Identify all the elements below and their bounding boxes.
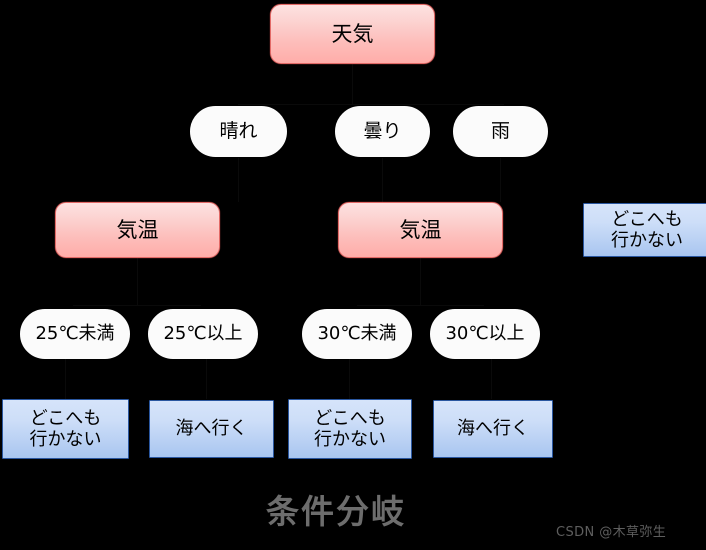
node-result-over25-go-sea[interactable]: 海へ行く bbox=[149, 400, 274, 458]
node-condition-under-25[interactable]: 25℃未満 bbox=[20, 309, 130, 359]
connector-under30-to-result3 bbox=[349, 359, 350, 399]
node-condition-under-30[interactable]: 30℃未満 bbox=[302, 309, 412, 359]
node-result-under25-stay-home[interactable]: どこへも 行かない bbox=[2, 399, 129, 459]
connector-root-to-branches bbox=[352, 63, 353, 105]
node-condition-over-25[interactable]: 25℃以上 bbox=[148, 309, 258, 359]
node-result-under30-stay-home[interactable]: どこへも 行かない bbox=[288, 399, 412, 459]
connector-temp-right-bus bbox=[357, 305, 484, 306]
diagram-caption: 条件分岐 bbox=[266, 492, 406, 531]
connector-temp-left-bus bbox=[73, 305, 201, 306]
connector-over30-to-result4 bbox=[491, 359, 492, 399]
node-decision-temperature-left[interactable]: 気温 bbox=[55, 202, 220, 258]
node-condition-rain[interactable]: 雨 bbox=[453, 106, 548, 157]
connector-cloudy-to-temp-right bbox=[382, 158, 383, 202]
connector-over25-to-result2 bbox=[206, 359, 207, 399]
connector-branch-bus bbox=[238, 104, 504, 105]
connector-temp-right-down bbox=[420, 257, 421, 305]
connector-sunny-to-temp-left bbox=[238, 158, 239, 202]
node-condition-cloudy[interactable]: 曇り bbox=[335, 106, 430, 157]
connector-rain-to-result bbox=[500, 158, 501, 202]
connector-under25-to-result1 bbox=[65, 359, 66, 399]
node-result-over30-go-sea[interactable]: 海へ行く bbox=[433, 400, 553, 458]
node-decision-temperature-right[interactable]: 気温 bbox=[338, 202, 503, 258]
watermark-label: CSDN @木草弥生 bbox=[556, 525, 667, 540]
node-condition-over-30[interactable]: 30℃以上 bbox=[430, 309, 540, 359]
node-condition-sunny[interactable]: 晴れ bbox=[190, 106, 287, 157]
connector-temp-left-down bbox=[137, 257, 138, 305]
node-result-rain-stay-home[interactable]: どこへも 行かない bbox=[583, 203, 706, 257]
node-root-weather[interactable]: 天気 bbox=[270, 4, 435, 64]
